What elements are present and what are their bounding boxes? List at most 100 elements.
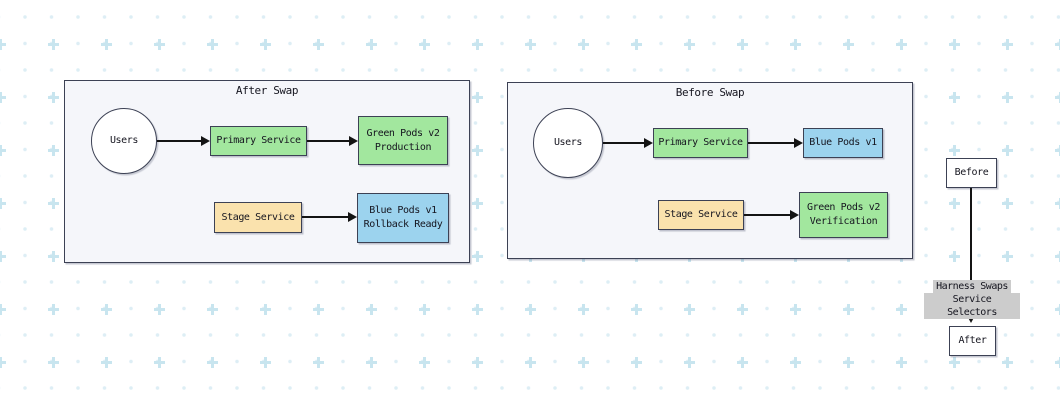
arrowhead-icon	[348, 212, 357, 222]
grid-plus-mark	[789, 303, 801, 315]
node-before: Before	[946, 158, 997, 188]
panel-after-swap-title: After Swap	[235, 84, 299, 97]
grid-plus-mark	[1054, 303, 1060, 315]
node-blue-pods-rollback: Blue Pods v1 Rollback Ready	[357, 193, 449, 243]
grid-plus-mark	[683, 356, 695, 368]
grid-plus-mark	[577, 356, 589, 368]
grid-plus-mark	[1054, 38, 1060, 50]
grid-plus-mark	[365, 303, 377, 315]
grid-plus-mark	[312, 38, 324, 50]
arrow-primary-to-blue-v1	[748, 142, 794, 144]
grid-plus-mark	[842, 303, 854, 315]
grid-plus-mark	[789, 356, 801, 368]
grid-plus-mark	[577, 38, 589, 50]
grid-plus-mark	[206, 303, 218, 315]
grid-plus-mark	[630, 356, 642, 368]
grid-plus-mark	[789, 38, 801, 50]
node-users-after: Users	[91, 108, 157, 174]
grid-plus-mark	[0, 144, 6, 156]
grid-plus-mark	[259, 356, 271, 368]
grid-plus-mark	[100, 303, 112, 315]
grid-plus-mark	[524, 356, 536, 368]
grid-plus-mark	[471, 250, 483, 262]
grid-plus-mark	[47, 250, 59, 262]
grid-plus-mark	[153, 356, 165, 368]
grid-plus-mark	[524, 303, 536, 315]
grid-plus-mark	[0, 197, 6, 209]
grid-plus-mark	[1001, 197, 1013, 209]
grid-plus-mark	[948, 38, 960, 50]
grid-plus-mark	[47, 91, 59, 103]
grid-plus-mark	[0, 38, 6, 50]
grid-plus-mark	[1054, 250, 1060, 262]
grid-plus-mark	[418, 38, 430, 50]
grid-plus-mark	[312, 303, 324, 315]
grid-plus-mark	[1001, 144, 1013, 156]
node-stage-service-before: Stage Service	[658, 200, 744, 230]
node-stage-service-after: Stage Service	[214, 202, 302, 233]
grid-plus-mark	[842, 356, 854, 368]
arrow-users-to-primary-after	[157, 140, 201, 142]
arrow-users-to-primary-before	[603, 142, 644, 144]
arrow-primary-to-green-pods	[307, 140, 349, 142]
grid-plus-mark	[471, 144, 483, 156]
grid-plus-mark	[259, 38, 271, 50]
grid-plus-mark	[100, 38, 112, 50]
grid-plus-mark	[948, 91, 960, 103]
grid-plus-mark	[842, 38, 854, 50]
grid-plus-mark	[948, 356, 960, 368]
node-green-pods-production: Green Pods v2 Production	[358, 116, 448, 165]
grid-plus-mark	[736, 356, 748, 368]
node-blue-pods-v1: Blue Pods v1	[803, 128, 883, 158]
grid-plus-mark	[47, 144, 59, 156]
grid-plus-mark	[1001, 250, 1013, 262]
grid-plus-mark	[683, 38, 695, 50]
grid-plus-mark	[948, 144, 960, 156]
grid-plus-mark	[471, 356, 483, 368]
grid-plus-mark	[418, 303, 430, 315]
grid-plus-mark	[47, 197, 59, 209]
node-users-before: Users	[533, 108, 603, 178]
grid-plus-mark	[153, 303, 165, 315]
grid-plus-mark	[736, 303, 748, 315]
arrowhead-icon	[790, 210, 799, 220]
arrowhead-icon	[201, 136, 210, 146]
grid-plus-mark	[895, 38, 907, 50]
grid-plus-mark	[1001, 356, 1013, 368]
grid-plus-mark	[630, 38, 642, 50]
grid-plus-mark	[1001, 38, 1013, 50]
grid-plus-mark	[365, 356, 377, 368]
arrowhead-icon	[794, 138, 803, 148]
grid-plus-mark	[47, 356, 59, 368]
grid-plus-mark	[471, 303, 483, 315]
grid-plus-mark	[47, 303, 59, 315]
node-after: After	[949, 326, 996, 356]
grid-plus-mark	[153, 38, 165, 50]
grid-plus-mark	[683, 303, 695, 315]
arrow-before-to-after	[970, 188, 972, 312]
grid-plus-mark	[471, 197, 483, 209]
grid-plus-mark	[630, 303, 642, 315]
panel-before-swap-title: Before Swap	[675, 86, 745, 99]
node-primary-service-before: Primary Service	[653, 128, 748, 158]
grid-plus-mark	[0, 250, 6, 262]
grid-plus-mark	[948, 250, 960, 262]
grid-plus-mark	[1054, 197, 1060, 209]
grid-plus-mark	[259, 303, 271, 315]
arrowhead-icon	[644, 138, 653, 148]
edge-label-harness-swaps: Harness Swaps Service Selectors	[924, 280, 1020, 319]
node-green-pods-verification: Green Pods v2 Verification	[799, 192, 888, 238]
grid-plus-mark	[948, 197, 960, 209]
grid-plus-mark	[206, 38, 218, 50]
grid-plus-mark	[0, 91, 6, 103]
grid-plus-mark	[0, 356, 6, 368]
grid-plus-mark	[0, 303, 6, 315]
grid-plus-mark	[895, 356, 907, 368]
grid-plus-mark	[1054, 356, 1060, 368]
grid-plus-mark	[471, 38, 483, 50]
grid-plus-mark	[365, 38, 377, 50]
grid-plus-mark	[206, 356, 218, 368]
grid-plus-mark	[312, 356, 324, 368]
grid-plus-mark	[577, 303, 589, 315]
